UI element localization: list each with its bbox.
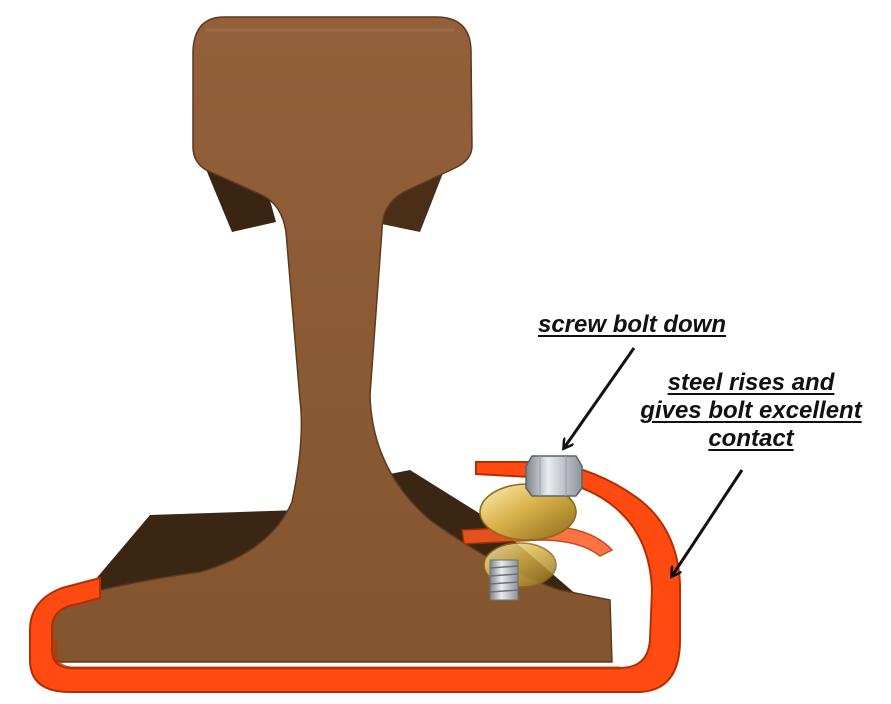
bolt-shank (490, 560, 518, 600)
steel-label-line-3: contact (616, 425, 886, 453)
bolt-head (526, 456, 582, 496)
screw-bolt-label: screw bolt down (512, 311, 752, 339)
arrow-steel (672, 470, 742, 576)
steel-label-line-1: steel rises and (616, 369, 886, 397)
steel-label-line-2: gives bolt excellent (616, 397, 886, 425)
steel-rises-label: steel rises and gives bolt excellent con… (616, 369, 886, 453)
